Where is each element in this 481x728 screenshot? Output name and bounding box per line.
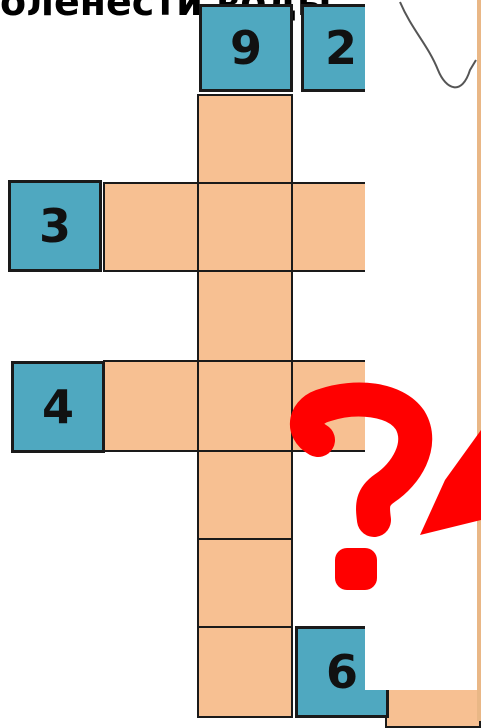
question-mark-shape — [307, 400, 415, 520]
question-mark-dot — [335, 548, 377, 590]
outline-sketch — [400, 2, 476, 87]
